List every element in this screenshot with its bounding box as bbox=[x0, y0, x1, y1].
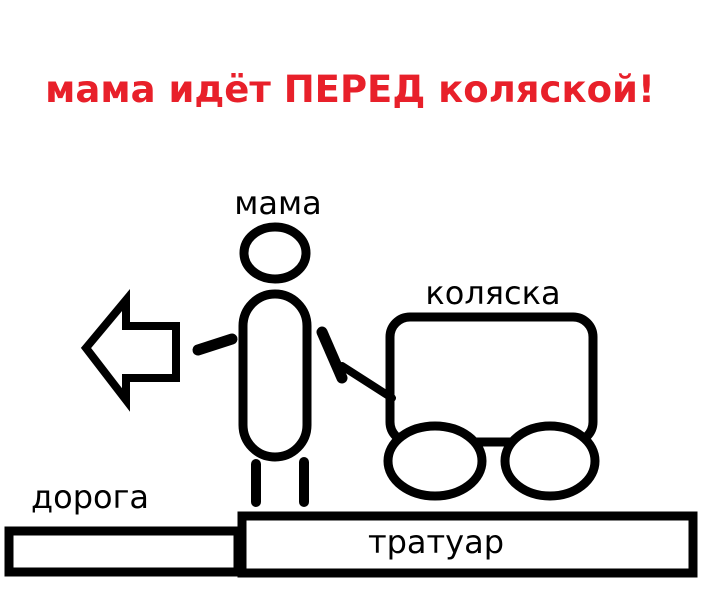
sidewalk-block bbox=[237, 511, 698, 578]
road-label: дорога bbox=[31, 478, 149, 516]
stroller-wheel-left bbox=[383, 421, 487, 501]
mom-arm-left bbox=[192, 333, 238, 356]
mom-label: мама bbox=[234, 184, 322, 222]
mom-body bbox=[238, 289, 312, 462]
sidewalk-label: тратуар bbox=[368, 523, 504, 561]
stroller-handle bbox=[338, 362, 396, 402]
stroller bbox=[338, 312, 600, 501]
mom-figure bbox=[192, 222, 348, 507]
road-block bbox=[4, 526, 243, 577]
stroller-basket bbox=[385, 312, 598, 447]
headline: мама идёт ПЕРЕД коляской! bbox=[45, 68, 655, 111]
arrow-left-icon bbox=[80, 288, 180, 412]
mom-arm-right bbox=[316, 326, 348, 384]
stroller-label: коляска bbox=[425, 274, 560, 312]
stroller-wheel-right bbox=[500, 421, 600, 501]
mom-head bbox=[239, 222, 311, 284]
